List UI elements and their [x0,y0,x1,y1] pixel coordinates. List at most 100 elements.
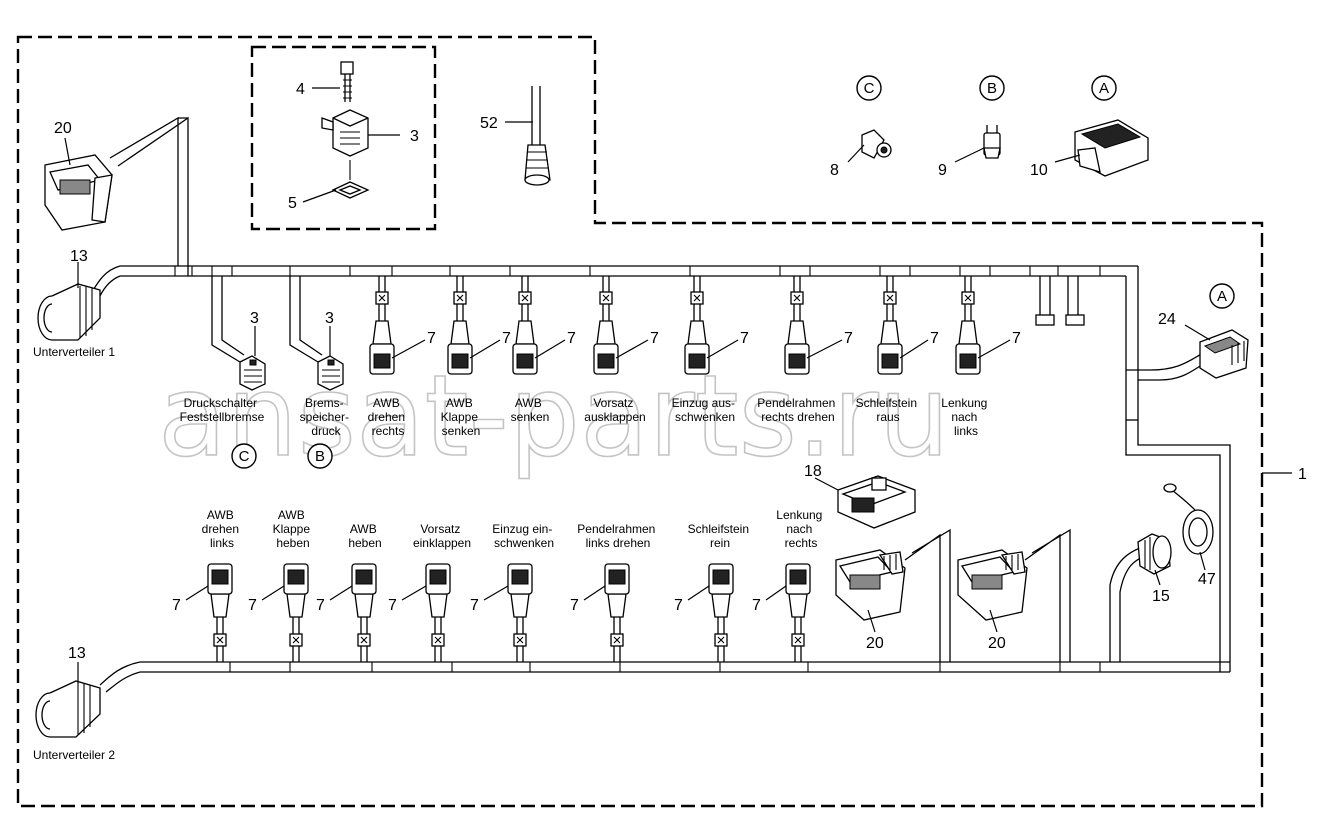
svg-text:AWB drehen rechts: AWB drehen rechts [368,396,409,438]
label-schleifstein-rein: Schleifstein [688,522,749,536]
svg-text:AWB heben: AWB heben [348,522,381,550]
label-druckschalter: Druckschalter [184,396,257,410]
pressure-switch-3-right [317,355,344,391]
plug-9 [983,125,1001,159]
callout-4: 4 [296,81,305,98]
svg-text:Schleifstein raus: Schleifstein raus [856,396,921,424]
kit-boundary [16,35,1264,808]
socket-15 [1137,533,1172,575]
svg-text:Pendelrahmen rechts dreh: Pendelrahmen rechts drehen [757,396,838,424]
svg-text:B: B [987,80,997,97]
label-awb-senken: AWB [515,396,542,410]
ref-circle-b-top: B [979,75,1005,101]
callout-7: 7 [388,597,397,614]
svg-text:AWB senken: AWB senken [511,396,550,424]
callout-7: 7 [316,597,325,614]
bottom-valve-connectors [207,563,811,662]
callout-10: 10 [1030,162,1048,179]
svg-text:Einzug aus- schwenken: Einzug aus- schwenken [672,396,739,424]
unterverteiler-labels: Unterverteiler 1 Unterverteiler 2 [33,345,115,762]
svg-text:C: C [864,80,875,97]
callout-5: 5 [288,195,297,212]
svg-text:A: A [1099,80,1109,97]
connector-block-10 [1074,119,1149,177]
callout-13: 13 [68,645,86,662]
svg-text:AWB Klappe senken: AWB Klappe senken [441,396,482,438]
pressure-switch-assembly [321,61,370,199]
label-schleifstein-raus: Schleifstein [856,396,917,410]
callout-13: 13 [70,248,88,265]
svg-text:AWB drehen links: AWB drehen links [202,508,243,550]
lower-harness [99,528,1230,693]
switch-group-boundary [250,45,437,231]
callout-numbers: 20 13 13 4 3 5 52 8 9 10 24 1 3 3 18 20 … [54,81,1307,662]
callout-24: 24 [1158,311,1176,328]
label-unterverteiler-1: Unterverteiler 1 [33,345,115,359]
callout-20: 20 [988,635,1006,652]
callout-7: 7 [427,330,436,347]
label-einzug-ausschwenken: Einzug aus- [672,396,735,410]
ref-circle-a-top: A [1091,75,1117,101]
callout-7: 7 [570,597,579,614]
label-pendelrahmen-links: Pendelrahmen [577,522,655,536]
label-lenkung-nach-links: Lenkung [941,396,987,410]
svg-text:A: A [1217,288,1227,305]
cable-sleeve-52 [524,86,551,186]
round-connector-13-upper [37,283,101,341]
label-pendelrahmen-rechts: Pendelrahmen [757,396,835,410]
label-vorsatz-einklappen: Vorsatz [420,522,460,536]
svg-text:Lenkung nach recht: Lenkung nach rechts [776,508,825,550]
svg-text:B: B [315,448,325,465]
callout-7: 7 [844,330,853,347]
svg-text:Brems- speicher- d: Brems- speicher- druck [300,396,353,438]
upper-harness [91,116,1231,672]
callout-7: 7 [172,597,181,614]
callout-7: 7 [674,597,683,614]
svg-text:Einzug ein- schwenken: Einzug ein- schwenken [492,522,555,550]
label-vorsatz-ausklappen: Vorsatz [593,396,633,410]
connector-20-upper [44,154,113,231]
callout-9: 9 [938,162,947,179]
connector-24 [1199,329,1249,379]
pressure-switch-3-left [239,355,266,391]
callout-20: 20 [54,120,72,137]
callout-7: 7 [502,330,511,347]
callout-20: 20 [866,635,884,652]
label-awb-drehen-rechts: AWB [373,396,400,410]
label-einzug-einschwenken: Einzug ein- [492,522,552,536]
svg-text:Vorsatz ausklappen: Vorsatz ausklappen [584,396,645,424]
label-awb-klappe-heben: AWB [278,508,305,522]
svg-text:C: C [239,448,250,465]
callout-3: 3 [325,310,334,327]
leader-lines [64,87,1292,684]
callout-1: 1 [1298,466,1307,483]
callout-8: 8 [830,162,839,179]
upper-function-labels: Druckschalter Feststellbremse Brems- spe… [180,396,990,438]
lower-function-labels: AWB drehen links AWB Klappe heben AWB he… [202,508,825,550]
callout-7: 7 [740,330,749,347]
ref-circle-c-top: C [856,75,882,101]
ref-circle-c-bottom: C [231,443,257,469]
label-lenkung-nach-rechts: Lenkung [776,508,822,522]
callout-7: 7 [752,597,761,614]
svg-text:Pendelrahmen links drehe: Pendelrahmen links drehen [577,522,658,550]
callout-7: 7 [650,330,659,347]
ref-circle-a-right: A [1209,283,1235,309]
plug-8 [861,129,892,159]
label-unterverteiler-2: Unterverteiler 2 [33,748,115,762]
callout-47: 47 [1198,571,1216,588]
callout-7: 7 [930,330,939,347]
callout-7: 7 [248,597,257,614]
watermark: ansat-parts.ru [158,352,950,482]
callout-7: 7 [1012,330,1021,347]
label-awb-klappe-senken: AWB [446,396,473,410]
callout-18: 18 [804,463,822,480]
svg-text:AWB Klappe heben: AWB Klappe heben [273,508,314,550]
svg-text:Lenkung nach links: Lenkung nach links [941,396,990,438]
callout-52: 52 [480,115,498,132]
connector-18 [837,475,916,529]
cap-47 [1163,483,1214,555]
ref-circle-b-bottom: B [307,443,333,469]
label-awb-drehen-links: AWB [207,508,234,522]
